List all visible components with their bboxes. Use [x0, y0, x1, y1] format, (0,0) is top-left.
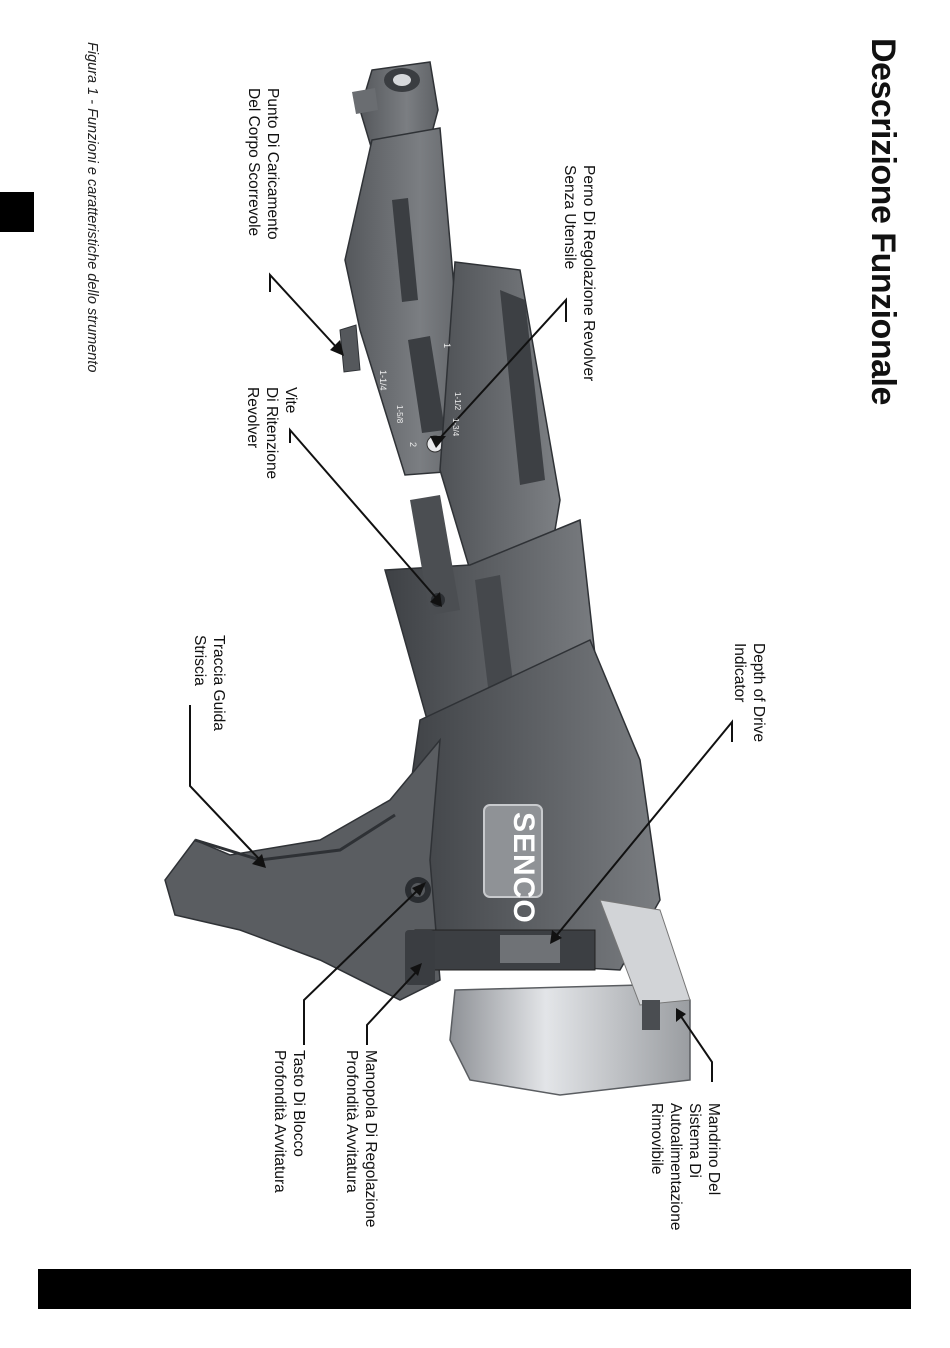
slide-body [339, 127, 471, 476]
leader-lines [189, 272, 733, 1082]
callout-traccia-guida: Traccia Guida Striscia [191, 635, 227, 731]
scale-mark: 1 [442, 343, 452, 349]
callout-mandrino: Mandrino Del Sistema Di Autoalimentazion… [648, 1103, 722, 1231]
revolver-housing [439, 261, 561, 571]
callout-perno-regolazione-revolver: Perno Di Regolazione Revolver Senza Uten… [561, 165, 597, 382]
callout-manopola-regolazione: Manopola Di Regolazione Profondità Avvit… [343, 1050, 379, 1228]
senco-logo: SENCO [507, 812, 540, 924]
chuck-drum [449, 899, 691, 1096]
callout-tasto-blocco: Tasto Di Blocco Profondità Avvitatura [271, 1050, 307, 1193]
callout-vite-ritenzione: Vite Di Ritenzione Revolver [244, 387, 299, 480]
callout-depth-of-drive: Depth of Drive Indicator [731, 643, 767, 743]
scale-mark: 1-5/8 [395, 405, 404, 424]
scale-mark: 1-1/4 [378, 370, 388, 391]
footer-bar [38, 1269, 911, 1309]
tool-tip [352, 61, 439, 151]
callout-punto-caricamento: Punto Di Caricamento Del Corpo Scorrevol… [245, 88, 281, 240]
scale-mark: 2 [408, 442, 418, 448]
scale-mark: 1-1/2 [453, 392, 462, 411]
depth-adjust-area [405, 877, 596, 985]
scale-mark: 1-3/4 [451, 418, 460, 437]
strip-guide-track [164, 737, 441, 1001]
section-tab-marker [0, 192, 34, 232]
